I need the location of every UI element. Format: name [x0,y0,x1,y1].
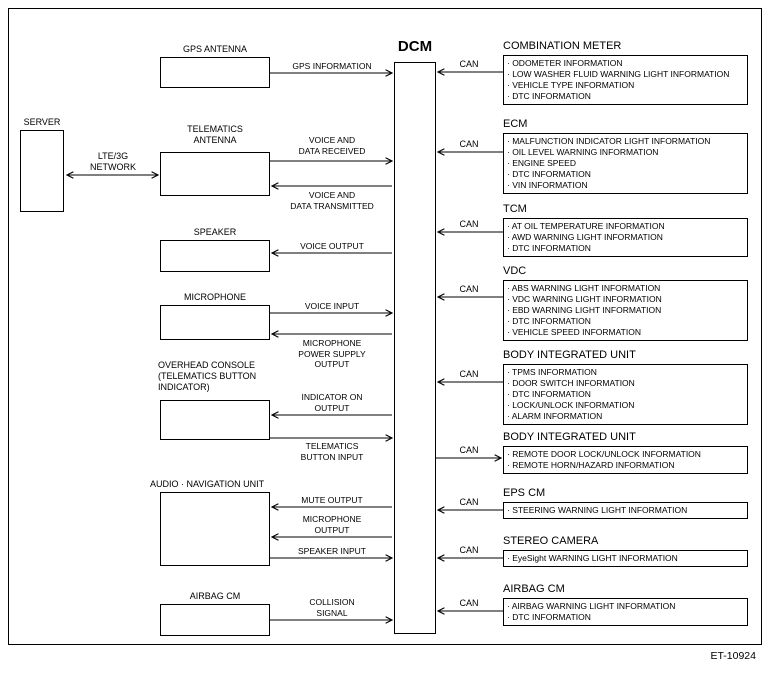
signal-label-speaker-input: SPEAKER INPUT [297,546,367,556]
module-item: · DTC INFORMATION [507,612,591,622]
audio-navigation-unit-box [160,492,270,566]
module-box-combination-meter: · ODOMETER INFORMATION · LOW WASHER FLUI… [503,55,748,105]
can-label-body-integrated-unit-1: CAN [459,369,479,379]
signal-label-mute-output: MUTE OUTPUT [301,495,363,505]
overhead-console-box [160,400,270,440]
dcm-title: DCM [397,38,433,55]
module-item: · REMOTE HORN/HAZARD INFORMATION [507,460,675,470]
microphone-box [160,305,270,340]
can-label-vdc: CAN [459,284,479,294]
module-item: · DTC INFORMATION [507,243,591,253]
module-item: · REMOTE DOOR LOCK/UNLOCK INFORMATION [507,449,701,459]
can-label-ecm: CAN [459,139,479,149]
module-title-ecm: ECM [503,118,528,130]
module-item: · VIN INFORMATION [507,180,588,190]
module-item: · EyeSight WARNING LIGHT INFORMATION [507,553,678,563]
module-item: · STEERING WARNING LIGHT INFORMATION [507,505,688,515]
module-item: · LOCK/UNLOCK INFORMATION [507,400,635,410]
module-box-vdc: · ABS WARNING LIGHT INFORMATION · VDC WA… [503,280,748,341]
lte-network-label: LTE/3G NETWORK [90,151,136,172]
signal-label-voice-input: VOICE INPUT [304,301,360,311]
figure-id: ET-10924 [710,650,756,662]
server-box [20,130,64,212]
module-title-combination-meter: COMBINATION METER [503,40,622,52]
speaker-label: SPEAKER [193,227,237,237]
signal-label-indicator-on-output: INDICATOR ON OUTPUT [301,392,363,413]
module-title-airbag-cm: AIRBAG CM [503,583,565,595]
module-item: · DTC INFORMATION [507,91,591,101]
gps-antenna-box [160,57,270,88]
module-title-stereo-camera: STEREO CAMERA [503,535,599,547]
module-box-body-integrated-unit-1: · TPMS INFORMATION · DOOR SWITCH INFORMA… [503,364,748,425]
module-item: · DTC INFORMATION [507,389,591,399]
module-item: · OIL LEVEL WARNING INFORMATION [507,147,659,157]
can-label-stereo-camera: CAN [459,545,479,555]
module-item: · MALFUNCTION INDICATOR LIGHT INFORMATIO… [507,136,711,146]
module-box-stereo-camera: · EyeSight WARNING LIGHT INFORMATION [503,550,748,567]
module-item: · AIRBAG WARNING LIGHT INFORMATION [507,601,676,611]
module-item: · VEHICLE SPEED INFORMATION [507,327,641,337]
airbag-cm-left-label: AIRBAG CM [189,591,241,601]
module-item: · ABS WARNING LIGHT INFORMATION [507,283,661,293]
server-label: SERVER [23,117,61,127]
module-item: · ALARM INFORMATION [507,411,603,421]
signal-label-voice-data-received: VOICE AND DATA RECEIVED [298,135,366,156]
can-label-eps-cm: CAN [459,497,479,507]
signal-label-microphone-power-supply-output: MICROPHONE POWER SUPPLY OUTPUT [298,338,366,369]
module-box-ecm: · MALFUNCTION INDICATOR LIGHT INFORMATIO… [503,133,748,194]
telematics-antenna-box [160,152,270,196]
module-box-airbag-cm: · AIRBAG WARNING LIGHT INFORMATION · DTC… [503,598,748,626]
module-title-vdc: VDC [503,265,527,277]
can-label-body-integrated-unit-2: CAN [459,445,479,455]
gps-antenna-label: GPS ANTENNA [182,44,247,54]
module-item: · LOW WASHER FLUID WARNING LIGHT INFORMA… [507,69,730,79]
module-item: · DOOR SWITCH INFORMATION [507,378,635,388]
can-label-tcm: CAN [459,219,479,229]
module-item: · AWD WARNING LIGHT INFORMATION [507,232,663,242]
speaker-box [160,240,270,272]
can-label-combination-meter: CAN [459,59,479,69]
module-title-body-integrated-unit-1: BODY INTEGRATED UNIT [503,349,636,361]
module-item: · DTC INFORMATION [507,316,591,326]
module-item: · TPMS INFORMATION [507,367,597,377]
module-item: · ODOMETER INFORMATION [507,58,623,68]
airbag-cm-left-box [160,604,270,636]
module-title-tcm: TCM [503,203,527,215]
signal-label-microphone-output: MICROPHONE OUTPUT [302,514,362,535]
overhead-console-label: OVERHEAD CONSOLE (TELEMATICS BUTTON INDI… [158,360,257,392]
module-item: · VDC WARNING LIGHT INFORMATION [507,294,662,304]
signal-label-telematics-button-input: TELEMATICS BUTTON INPUT [300,441,364,462]
microphone-label: MICROPHONE [183,292,246,302]
module-title-body-integrated-unit-2: BODY INTEGRATED UNIT [503,431,636,443]
signal-label-voice-data-transmitted: VOICE AND DATA TRANSMITTED [290,190,374,211]
module-item: · VEHICLE TYPE INFORMATION [507,80,635,90]
signal-label-collision-signal: COLLISION SIGNAL [309,597,355,618]
telematics-antenna-label: TELEMATICS ANTENNA [187,124,243,145]
module-item: · ENGINE SPEED [507,158,576,168]
module-title-eps-cm: EPS CM [503,487,546,499]
diagram-frame [8,8,762,645]
can-label-airbag-cm: CAN [459,598,479,608]
signal-label-voice-output: VOICE OUTPUT [300,241,364,251]
dcm-box [394,62,436,634]
module-box-tcm: · AT OIL TEMPERATURE INFORMATION · AWD W… [503,218,748,257]
module-item: · DTC INFORMATION [507,169,591,179]
module-item: · AT OIL TEMPERATURE INFORMATION [507,221,665,231]
module-box-body-integrated-unit-2: · REMOTE DOOR LOCK/UNLOCK INFORMATION · … [503,446,748,474]
signal-label-gps-information: GPS INFORMATION [292,61,372,71]
module-box-eps-cm: · STEERING WARNING LIGHT INFORMATION [503,502,748,519]
module-item: · EBD WARNING LIGHT INFORMATION [507,305,662,315]
audio-navigation-unit-label: AUDIO · NAVIGATION UNIT [150,479,265,489]
